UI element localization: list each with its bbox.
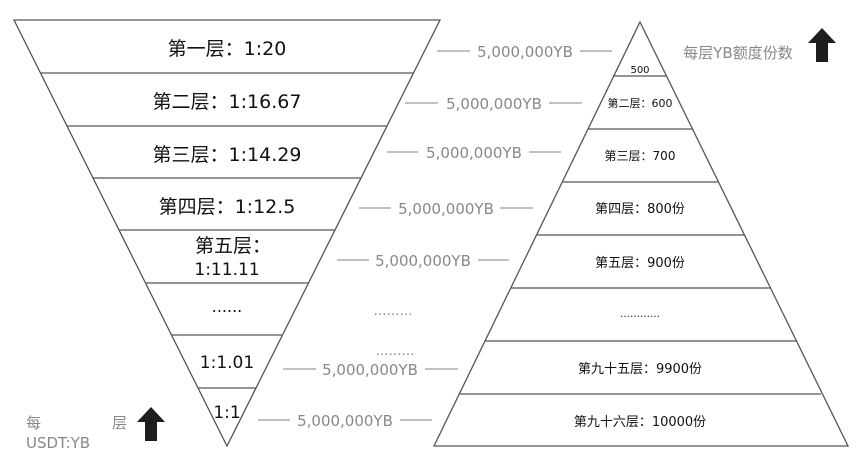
- funnel-caption-left: 每: [26, 414, 41, 432]
- arrow-up-icon: [137, 407, 165, 441]
- funnel-level-label: 1:1.01: [200, 353, 254, 373]
- connector-ellipsis: ………: [376, 344, 415, 359]
- funnel-outline: [12, 19, 442, 448]
- connector-amount: 5,000,000YB: [446, 95, 542, 113]
- arrow-up-icon: [808, 28, 836, 62]
- connector-amount: 5,000,000YB: [426, 144, 522, 162]
- funnel-level-label: 第一层：1:20: [168, 38, 287, 60]
- connector-amount: 5,000,000YB: [297, 412, 393, 430]
- funnel-level-label-line1: 第五层：: [195, 235, 271, 257]
- funnel-level-label: 第三层：1:14.29: [153, 144, 302, 166]
- pyramid-level-label: 第九十六层：10000份: [574, 415, 706, 430]
- connector-labels: 5,000,000YB 5,000,000YB 5,000,000YB 5,00…: [297, 43, 573, 430]
- connector-amount: 5,000,000YB: [375, 252, 471, 270]
- funnel-level-label-line2: 1:11.11: [194, 260, 259, 280]
- connector-amount: 5,000,000YB: [398, 200, 494, 218]
- pyramid-title: 每层YB额度份数: [683, 44, 792, 62]
- funnel-level-ellipsis: ......: [212, 297, 243, 316]
- pyramid-level-label: 第三层：700: [605, 149, 676, 163]
- pyramid-outline: [432, 20, 850, 447]
- pyramid-level-label: 第九十五层：9900份: [578, 362, 702, 377]
- funnel-level-label: 第二层：1:16.67: [153, 91, 302, 113]
- connectors: [258, 50, 612, 421]
- inverted-funnel: 第一层：1:20 第二层：1:16.67 第三层：1:14.29 第四层：1:1…: [12, 19, 442, 448]
- connector-ellipsis: ………: [374, 304, 413, 319]
- funnel-level-label: 第四层：1:12.5: [159, 196, 296, 218]
- connector-amount: 5,000,000YB: [477, 43, 573, 61]
- pyramid: 500 第二层：600 第三层：700 第四层：800份 第五层：900份 ………: [432, 20, 850, 447]
- pyramid-level-label: 第二层：600: [608, 96, 673, 110]
- connector-amount: 5,000,000YB: [322, 361, 418, 379]
- pyramid-level-label: 第四层：800份: [595, 202, 685, 217]
- funnel-caption-right: 层: [112, 414, 127, 432]
- funnel-level-label: 1:1: [213, 403, 240, 423]
- pyramid-level-label: 500: [630, 65, 649, 76]
- funnel-caption-ratio: USDT:YB: [26, 434, 90, 452]
- pyramid-level-ellipsis: …………: [620, 309, 660, 320]
- pyramid-level-label: 第五层：900份: [595, 256, 685, 271]
